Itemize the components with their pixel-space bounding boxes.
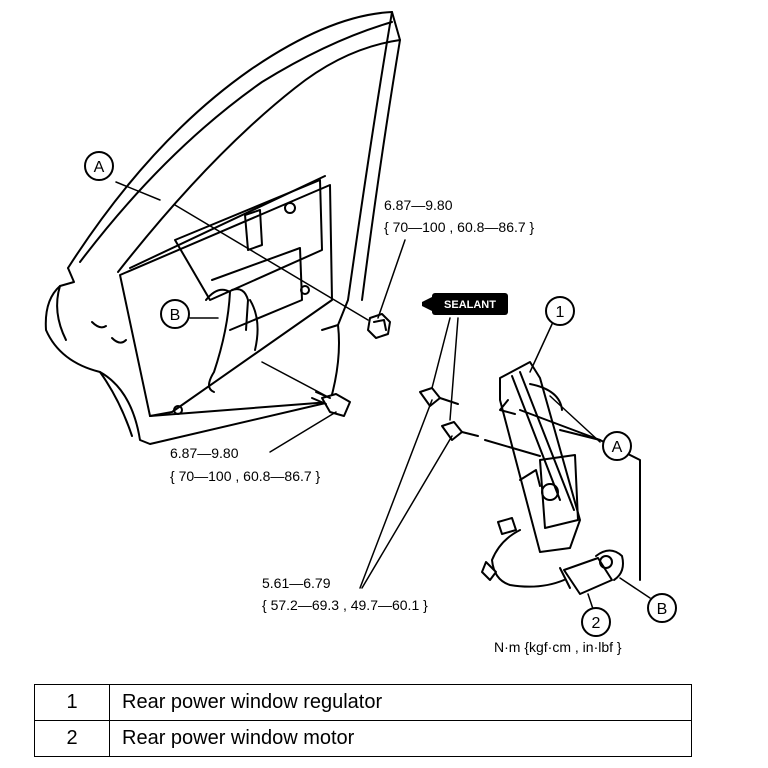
window-regulator bbox=[484, 361, 641, 581]
torque-regulator-nm: 5.61—6.79 bbox=[262, 575, 331, 591]
callout-a-door: A bbox=[94, 159, 105, 176]
torque-upper-alt: { 70—100 , 60.8—86.7 } bbox=[384, 219, 535, 235]
door-window-frame bbox=[67, 11, 401, 331]
regulator-bolt-lower bbox=[441, 421, 479, 441]
callout-2-circle bbox=[581, 607, 611, 637]
torque-upper-nm: 6.87—9.80 bbox=[384, 197, 453, 213]
callout-a-circle-regulator bbox=[602, 431, 632, 461]
callout-2: 2 bbox=[592, 615, 601, 632]
callout-a-regulator: A bbox=[612, 439, 623, 456]
exploded-door-diagram: A B 1 A B 2 SEALANT 6.87—9.80 { 70—100 ,… bbox=[44, 11, 677, 655]
callout-1-circle bbox=[545, 296, 575, 326]
callout-b-door: B bbox=[170, 307, 181, 324]
wire-harness bbox=[481, 529, 565, 588]
part-number: 1 bbox=[34, 684, 110, 721]
upper-nut bbox=[367, 313, 391, 339]
sealant-tube-icon: SEALANT bbox=[422, 293, 508, 315]
part-number: 2 bbox=[34, 720, 110, 757]
callout-b-circle-motor bbox=[647, 593, 677, 623]
parts-legend-table: 1 Rear power window regulator 2 Rear pow… bbox=[34, 684, 692, 757]
window-motor bbox=[559, 549, 624, 595]
torque-units: N·m {kgf·cm , in·lbf } bbox=[494, 639, 622, 655]
torque-lower-nm: 6.87—9.80 bbox=[170, 445, 239, 461]
part-name: Rear power window regulator bbox=[109, 684, 692, 721]
regulator-bolt-upper bbox=[419, 387, 459, 407]
table-row: 2 Rear power window motor bbox=[34, 720, 692, 757]
door-inner-panel bbox=[44, 175, 340, 445]
part-name: Rear power window motor bbox=[109, 720, 692, 757]
sealant-label: SEALANT bbox=[444, 299, 496, 311]
callout-1: 1 bbox=[556, 304, 565, 321]
callout-a-circle-door bbox=[84, 151, 114, 181]
torque-lower-alt: { 70—100 , 60.8—86.7 } bbox=[170, 468, 321, 484]
callout-b-circle-door bbox=[160, 299, 190, 329]
callout-b-motor: B bbox=[657, 601, 668, 618]
table-row: 1 Rear power window regulator bbox=[34, 684, 692, 721]
torque-regulator-alt: { 57.2—69.3 , 49.7—60.1 } bbox=[262, 597, 428, 613]
lower-bolt bbox=[311, 391, 351, 417]
